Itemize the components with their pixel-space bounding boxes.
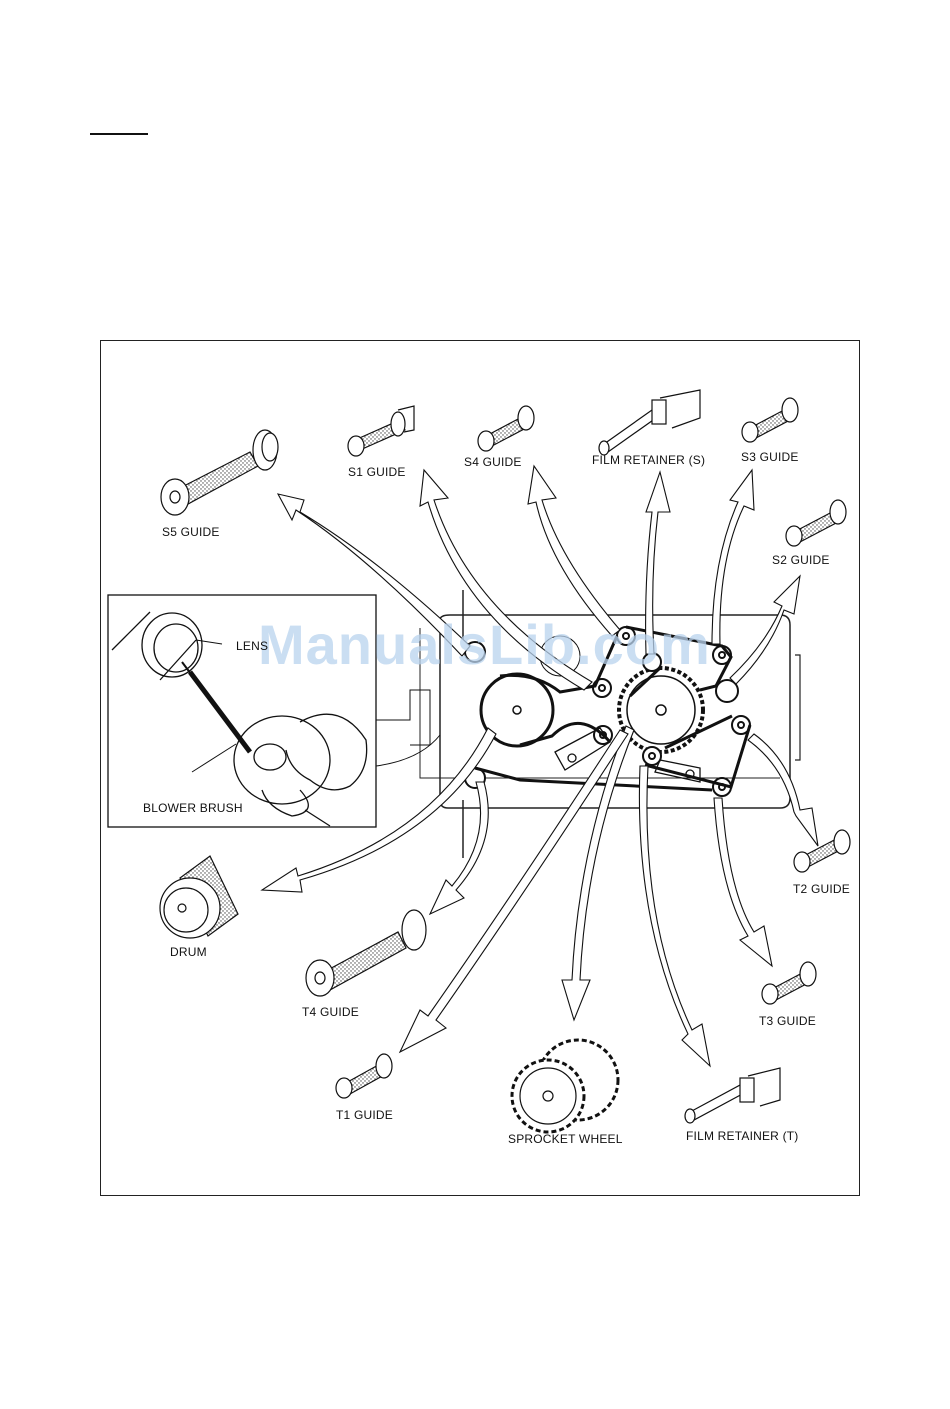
label-s2-guide: S2 GUIDE	[772, 553, 830, 567]
s5-guide-part	[161, 430, 278, 515]
label-lens: LENS	[236, 639, 268, 653]
drum-part	[160, 856, 238, 938]
t1-guide-part	[336, 1054, 392, 1098]
t4-guide-part	[306, 910, 426, 996]
label-t1-guide: T1 GUIDE	[336, 1108, 393, 1122]
film-retainer-t-part	[685, 1068, 780, 1123]
t2-guide-part	[794, 830, 850, 872]
label-t3-guide: T3 GUIDE	[759, 1014, 816, 1028]
s3-guide-part	[742, 398, 798, 442]
film-retainer-s-part	[599, 390, 700, 455]
s2-guide-part	[786, 500, 846, 546]
main-gear	[619, 668, 703, 752]
label-s4-guide: S4 GUIDE	[464, 455, 522, 469]
s1-guide-part	[348, 406, 414, 456]
label-film-retainer-t: FILM RETAINER (T)	[686, 1129, 799, 1143]
label-blower-brush: BLOWER BRUSH	[143, 801, 243, 815]
label-drum: DRUM	[170, 945, 207, 959]
label-s5-guide: S5 GUIDE	[162, 525, 220, 539]
label-sprocket-wheel: SPROCKET WHEEL	[508, 1132, 623, 1146]
label-t4-guide: T4 GUIDE	[302, 1005, 359, 1019]
sprocket-wheel-part	[512, 1040, 618, 1132]
watermark: ManualsLib.com	[258, 612, 711, 677]
s4-guide-part	[478, 406, 534, 451]
label-film-retainer-s: FILM RETAINER (S)	[592, 453, 705, 467]
label-t2-guide: T2 GUIDE	[793, 882, 850, 896]
label-s1-guide: S1 GUIDE	[348, 465, 406, 479]
label-s3-guide: S3 GUIDE	[741, 450, 799, 464]
t3-guide-part	[762, 962, 816, 1004]
